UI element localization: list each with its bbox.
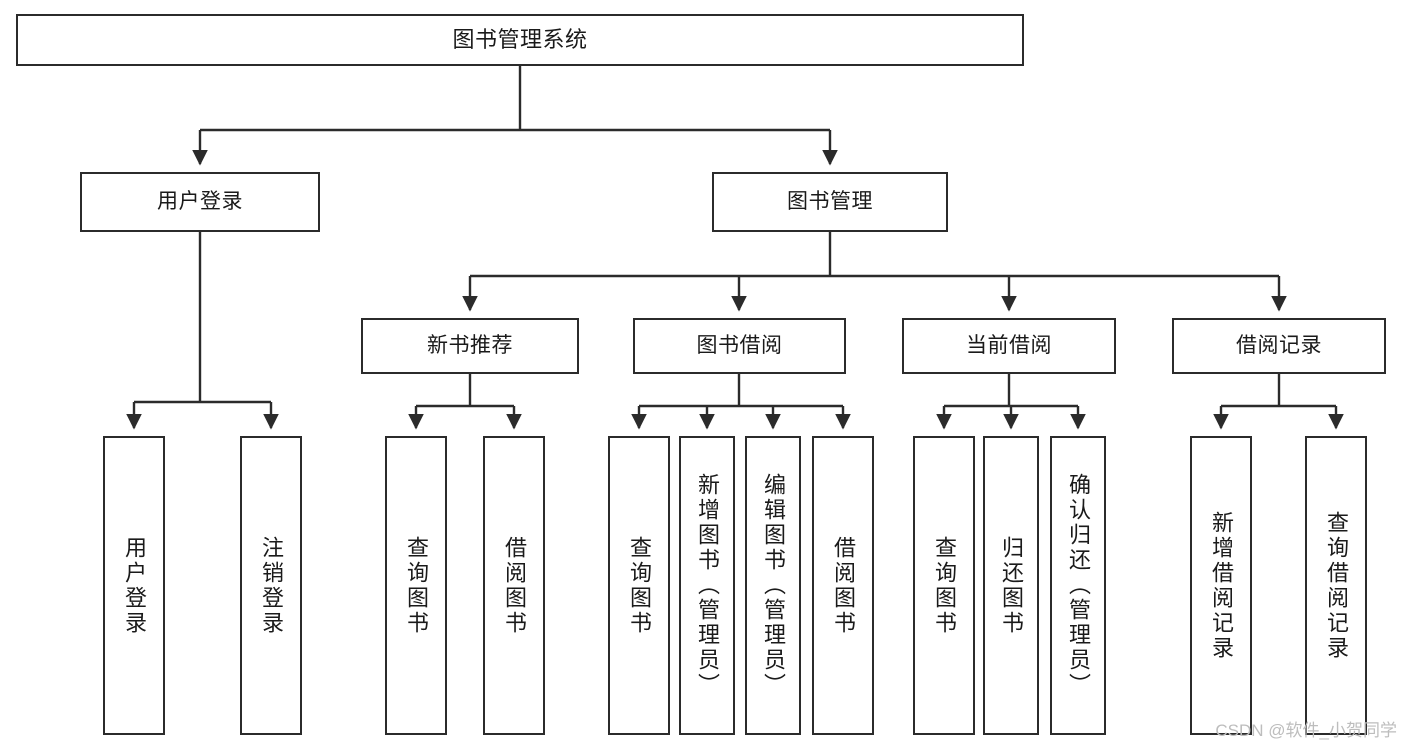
node-leaf-logout-label: 注销登录 xyxy=(259,535,284,636)
node-leaf-return-book[interactable]: 归还图书 xyxy=(983,436,1039,735)
node-book-borrow[interactable]: 图书借阅 xyxy=(633,318,846,374)
node-root[interactable]: 图书管理系统 xyxy=(16,14,1024,66)
node-book-manage[interactable]: 图书管理 xyxy=(712,172,948,232)
node-user-login[interactable]: 用户登录 xyxy=(80,172,320,232)
node-leaf-confirm-return[interactable]: 确认归还（管理员） xyxy=(1050,436,1106,735)
node-leaf-query-book-1-label: 查询图书 xyxy=(404,535,429,636)
node-leaf-borrow-book-1-label: 借阅图书 xyxy=(502,535,527,636)
node-new-book-recommend-label: 新书推荐 xyxy=(427,334,513,358)
node-leaf-logout[interactable]: 注销登录 xyxy=(240,436,302,735)
node-root-label: 图书管理系统 xyxy=(452,26,588,52)
node-leaf-query-book-2[interactable]: 查询图书 xyxy=(608,436,670,735)
node-leaf-return-book-label: 归还图书 xyxy=(999,535,1024,636)
node-leaf-add-record-label: 新增借阅记录 xyxy=(1209,510,1234,661)
node-leaf-confirm-return-label: 确认归还（管理员） xyxy=(1066,473,1091,698)
node-leaf-borrow-book-2-label: 借阅图书 xyxy=(831,535,856,636)
node-leaf-query-book-1[interactable]: 查询图书 xyxy=(385,436,447,735)
node-leaf-query-record[interactable]: 查询借阅记录 xyxy=(1305,436,1367,735)
node-current-borrow[interactable]: 当前借阅 xyxy=(902,318,1116,374)
node-leaf-query-book-2-label: 查询图书 xyxy=(627,535,652,636)
watermark: CSDN @软件_小贺同学 xyxy=(1215,721,1397,740)
node-current-borrow-label: 当前借阅 xyxy=(966,334,1052,358)
node-leaf-user-login-label: 用户登录 xyxy=(122,535,147,636)
node-leaf-user-login[interactable]: 用户登录 xyxy=(103,436,165,735)
node-leaf-query-book-3[interactable]: 查询图书 xyxy=(913,436,975,735)
node-book-manage-label: 图书管理 xyxy=(787,190,873,214)
node-leaf-add-record[interactable]: 新增借阅记录 xyxy=(1190,436,1252,735)
node-leaf-add-book-label: 新增图书（管理员） xyxy=(695,473,720,698)
node-borrow-record[interactable]: 借阅记录 xyxy=(1172,318,1386,374)
node-book-borrow-label: 图书借阅 xyxy=(696,334,783,358)
node-leaf-edit-book[interactable]: 编辑图书（管理员） xyxy=(745,436,801,735)
node-new-book-recommend[interactable]: 新书推荐 xyxy=(361,318,579,374)
node-user-login-label: 用户登录 xyxy=(157,190,243,214)
node-leaf-query-record-label: 查询借阅记录 xyxy=(1324,510,1349,661)
node-leaf-add-book[interactable]: 新增图书（管理员） xyxy=(679,436,735,735)
node-leaf-edit-book-label: 编辑图书（管理员） xyxy=(761,473,786,698)
node-leaf-borrow-book-2[interactable]: 借阅图书 xyxy=(812,436,874,735)
node-borrow-record-label: 借阅记录 xyxy=(1236,334,1322,358)
node-leaf-borrow-book-1[interactable]: 借阅图书 xyxy=(483,436,545,735)
node-leaf-query-book-3-label: 查询图书 xyxy=(932,535,957,636)
